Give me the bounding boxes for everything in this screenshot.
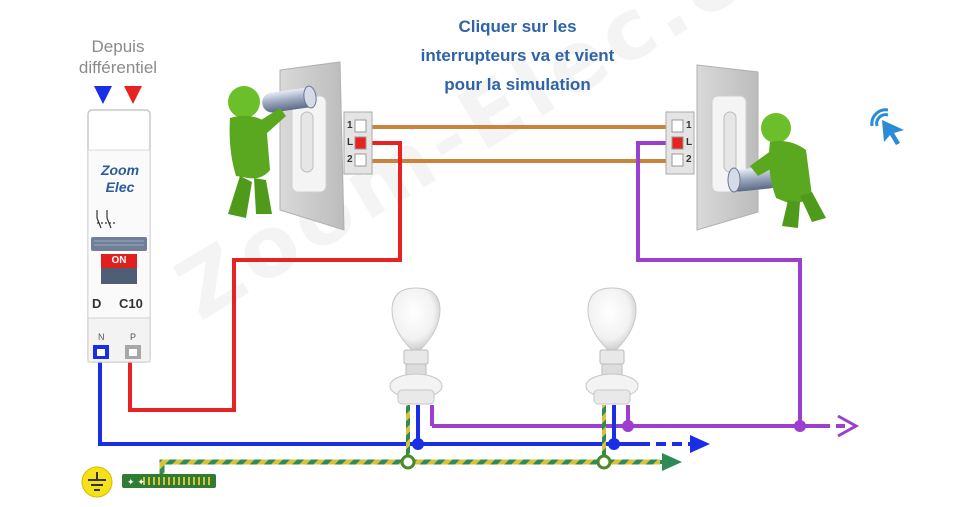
earth-wire xyxy=(159,459,660,474)
breaker-curve: D xyxy=(92,296,102,311)
right-switch-terminal-2: 2 xyxy=(686,154,692,165)
return-wire xyxy=(636,141,802,426)
figure-left-icon xyxy=(228,85,317,218)
figure-right-icon xyxy=(727,113,826,228)
click-pointer-icon[interactable] xyxy=(866,104,910,148)
left-switch-terminal-2: 2 xyxy=(347,154,353,165)
phase-wire xyxy=(128,141,402,412)
breaker-rating: C10 xyxy=(119,296,143,311)
left-switch-terminal-l: L xyxy=(347,137,354,148)
svg-text:✦ ✦: ✦ ✦ xyxy=(127,478,145,488)
source-line-2: différentiel xyxy=(78,58,158,77)
two-way-switch-right[interactable] xyxy=(665,64,759,231)
right-switch-terminal-1: 1 xyxy=(686,120,692,131)
earth-bar: ✦ ✦ xyxy=(122,474,216,488)
lamp-icon xyxy=(585,287,639,405)
left-switch-terminal-1: 1 xyxy=(347,120,353,131)
instruction-text: Cliquer sur les interrupteurs va et vien… xyxy=(375,12,660,99)
arrow-down-red-icon xyxy=(124,86,142,104)
two-way-switch-left[interactable] xyxy=(279,61,373,231)
instruction-line-2: interrupteurs va et vient xyxy=(420,46,615,65)
terminal-p-label: P xyxy=(130,332,137,342)
breaker-brand: Zoom Elec xyxy=(88,162,152,196)
instruction-line-3: pour la simulation xyxy=(444,75,591,94)
traveler-wires xyxy=(370,125,666,163)
brand-line-2: Elec xyxy=(105,179,135,195)
neutral-wire xyxy=(98,358,640,446)
neutral-arrow-icon xyxy=(690,435,710,453)
source-line-1: Depuis xyxy=(91,37,145,56)
return-arrow-icon xyxy=(837,414,860,438)
source-label: Depuis différentiel xyxy=(58,36,178,78)
circuit-breaker[interactable] xyxy=(87,109,151,363)
earth-ground-icon xyxy=(81,466,113,498)
lamp-icon xyxy=(389,287,443,405)
arrow-down-blue-icon xyxy=(94,86,112,104)
brand-line-1: Zoom xyxy=(100,162,140,178)
breaker-on-label: ON xyxy=(111,255,127,266)
terminal-n-label: N xyxy=(98,332,105,342)
earth-arrow-icon xyxy=(662,453,682,471)
instruction-line-1: Cliquer sur les xyxy=(458,17,577,36)
right-switch-terminal-l: L xyxy=(686,137,693,148)
